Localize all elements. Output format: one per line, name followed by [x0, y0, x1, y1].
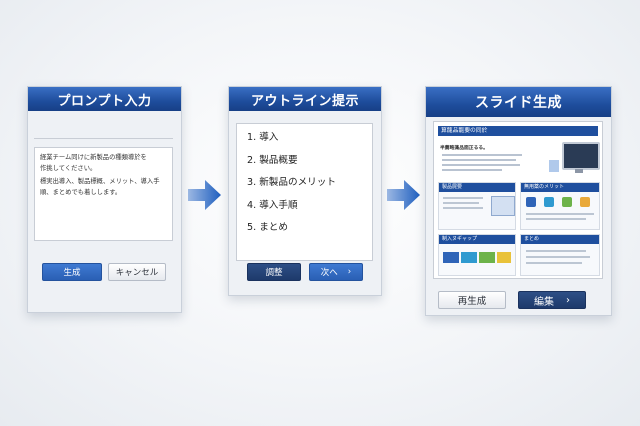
prompt-textarea[interactable]: 経業チーム同けに新製品の種類導於を 作挑してください。 標実出導入、製品標概、メ…	[34, 147, 173, 241]
outline-item[interactable]: 4. 導入手順	[247, 199, 298, 211]
card-title: 無用薬のメリット	[521, 183, 599, 192]
text-line	[442, 169, 502, 171]
step-arrow	[479, 252, 495, 263]
step-arrow	[443, 252, 459, 263]
slide-card-merits: 無用薬のメリット	[520, 182, 600, 230]
lightbulb-icon	[580, 197, 590, 207]
chart-icon	[526, 197, 536, 207]
outline-panel: アウトライン提示 1. 導入 2. 製品概要 3. 新製品のメリット 4. 導入…	[228, 86, 382, 296]
slide-preview: 算龍品龍要の同於 半薦略藻品面正るる。 製品屍要 無用薬のメリット 制入ヌギャッ…	[433, 121, 603, 279]
text-line	[443, 202, 479, 204]
step-arrow	[497, 252, 511, 263]
adjust-button[interactable]: 調整	[247, 263, 301, 281]
generate-button[interactable]: 生成	[42, 263, 102, 281]
edit-button[interactable]: 編集 ›	[518, 291, 586, 309]
computer-monitor-icon	[562, 142, 600, 170]
people-icon	[544, 197, 554, 207]
slide-subtitle: 半薦略藻品面正るる。	[440, 146, 488, 151]
outline-item[interactable]: 2. 製品概要	[247, 154, 298, 166]
slide-generate-title: スライド生成	[426, 87, 611, 117]
documents-icon	[491, 196, 515, 216]
text-line	[526, 218, 586, 220]
monitor-stand	[575, 169, 583, 173]
text-line	[526, 262, 582, 264]
next-button[interactable]: 次へ ›	[309, 263, 363, 281]
slide-card-summary: まとめ	[520, 234, 600, 276]
chevron-right-icon: ›	[347, 267, 352, 277]
prompt-input-panel: プロンプト入力 経業チーム同けに新製品の種類導於を 作挑してください。 標実出導…	[27, 86, 182, 313]
text-line	[442, 164, 520, 166]
slide-card-overview: 製品屍要	[438, 182, 516, 230]
chevron-right-icon: ›	[566, 294, 570, 306]
edit-label: 編集	[534, 296, 554, 308]
step-arrow	[461, 252, 477, 263]
outline-title: アウトライン提示	[229, 87, 381, 111]
regenerate-button[interactable]: 再生成	[438, 291, 506, 309]
next-label: 次へ	[320, 268, 338, 278]
slide-title: 算龍品龍要の同於	[438, 126, 598, 136]
text-line	[526, 250, 586, 252]
divider	[34, 138, 173, 139]
text-line	[442, 154, 522, 156]
outline-list: 1. 導入 2. 製品概要 3. 新製品のメリット 4. 導入手順 5. まとめ	[236, 123, 373, 261]
card-title: 制入ヌギャップ	[439, 235, 515, 244]
card-title: まとめ	[521, 235, 599, 244]
coin-icon	[562, 197, 572, 207]
cubes-graphic	[549, 160, 559, 172]
right-arrow-icon	[387, 180, 420, 210]
right-arrow-icon	[188, 180, 221, 210]
text-line	[526, 256, 590, 258]
prompt-line-2: 作挑してください。	[40, 164, 97, 172]
text-line	[443, 207, 483, 209]
outline-item[interactable]: 3. 新製品のメリット	[247, 177, 336, 188]
prompt-input-title: プロンプト入力	[28, 87, 181, 111]
slide-generate-panel: スライド生成 算龍品龍要の同於 半薦略藻品面正るる。 製品屍要 無用薬のメリット	[425, 86, 612, 316]
card-title: 製品屍要	[439, 183, 515, 192]
prompt-line-4: 順、まとめでも着しします。	[40, 188, 122, 196]
outline-item[interactable]: 1. 導入	[247, 132, 279, 143]
slide-card-steps: 制入ヌギャップ	[438, 234, 516, 276]
text-line	[443, 197, 483, 199]
outline-item[interactable]: 5. まとめ	[247, 222, 288, 233]
prompt-line-1: 経業チーム同けに新製品の種類導於を	[40, 154, 147, 161]
text-line	[442, 159, 516, 161]
cancel-button[interactable]: キャンセル	[108, 263, 166, 281]
text-line	[526, 213, 594, 215]
prompt-line-3: 標実出導入、製品標概、メリット、導入手	[40, 178, 160, 185]
